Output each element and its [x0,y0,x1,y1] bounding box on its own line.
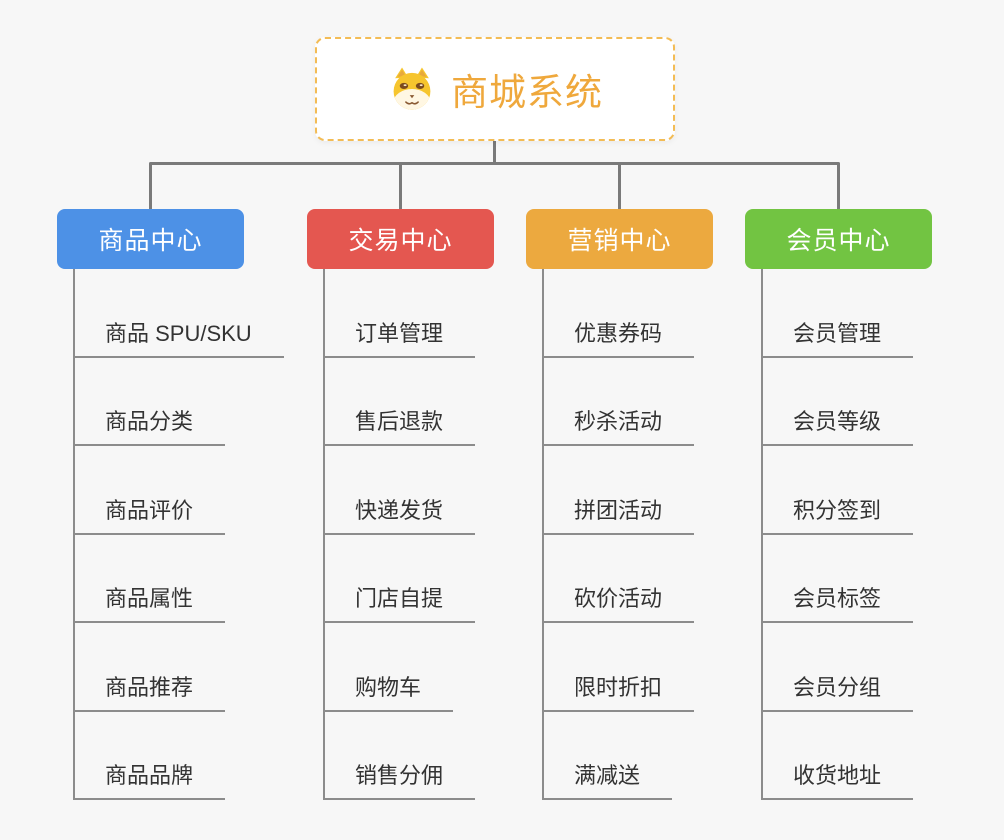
child-node[interactable]: 销售分佣 [325,758,476,800]
child-node-row: 砍价活动 [544,535,772,623]
child-node-row: 会员等级 [763,358,991,446]
child-node-row: 商品属性 [75,535,303,623]
child-node[interactable]: 优惠券码 [544,316,695,358]
child-node[interactable]: 商品分类 [75,404,226,446]
child-node-row: 限时折扣 [544,623,772,712]
child-node-row: 会员标签 [763,535,991,623]
root-node[interactable]: 商城系统 [315,37,675,141]
branch-column-0: 商品中心 商品 SPU/SKU 商品分类 商品评价 商品属性 商品推荐 商品品牌 [57,209,284,800]
child-node-row: 商品评价 [75,446,303,535]
child-node-row: 满减送 [544,712,772,800]
child-node-row: 商品品牌 [75,712,303,800]
branch-children: 优惠券码 秒杀活动 拼团活动 砍价活动 限时折扣 满减送 [542,269,772,800]
child-node-row: 售后退款 [325,358,553,446]
branch-node[interactable]: 交易中心 [307,209,494,269]
child-node[interactable]: 会员等级 [763,404,914,446]
child-node[interactable]: 拼团活动 [544,493,695,535]
child-node[interactable]: 购物车 [325,670,454,712]
child-node-row: 收货地址 [763,712,991,800]
child-node-row: 积分签到 [763,446,991,535]
child-node[interactable]: 商品品牌 [75,758,226,800]
child-node[interactable]: 商品评价 [75,493,226,535]
child-node[interactable]: 秒杀活动 [544,404,695,446]
child-node[interactable]: 会员标签 [763,581,914,623]
branch-children: 会员管理 会员等级 积分签到 会员标签 会员分组 收货地址 [761,269,991,800]
child-node-row: 会员管理 [763,269,991,358]
child-node[interactable]: 商品 SPU/SKU [75,316,284,358]
branch-children: 商品 SPU/SKU 商品分类 商品评价 商品属性 商品推荐 商品品牌 [73,269,303,800]
child-node[interactable]: 砍价活动 [544,581,695,623]
child-node[interactable]: 会员分组 [763,670,914,712]
branch-node[interactable]: 会员中心 [745,209,932,269]
child-node[interactable]: 商品推荐 [75,670,226,712]
root-node-label: 商城系统 [451,72,603,113]
branch-column-1: 交易中心 订单管理 售后退款 快递发货 门店自提 购物车 销售分佣 [307,209,494,800]
child-node-row: 会员分组 [763,623,991,712]
child-node[interactable]: 满减送 [544,758,673,800]
branch-column-3: 会员中心 会员管理 会员等级 积分签到 会员标签 会员分组 收货地址 [745,209,932,800]
child-node-row: 优惠券码 [544,269,772,358]
branch-node-label: 商品中心 [98,227,203,255]
child-node[interactable]: 订单管理 [325,316,476,358]
branch-node[interactable]: 营销中心 [526,209,713,269]
child-node-row: 销售分佣 [325,712,553,800]
child-node-row: 门店自提 [325,535,553,623]
child-node-row: 商品 SPU/SKU [75,269,303,358]
branch-children: 订单管理 售后退款 快递发货 门店自提 购物车 销售分佣 [323,269,553,800]
child-node-row: 快递发货 [325,446,553,535]
child-node[interactable]: 快递发货 [325,493,476,535]
child-node[interactable]: 会员管理 [763,316,914,358]
child-node[interactable]: 门店自提 [325,581,476,623]
child-node-row: 商品分类 [75,358,303,446]
branch-node[interactable]: 商品中心 [57,209,244,269]
child-node-row: 拼团活动 [544,446,772,535]
child-node-row: 订单管理 [325,269,553,358]
child-node[interactable]: 限时折扣 [544,670,695,712]
child-node-row: 商品推荐 [75,623,303,712]
doge-icon [393,67,431,110]
branch-column-2: 营销中心 优惠券码 秒杀活动 拼团活动 砍价活动 限时折扣 满减送 [526,209,713,800]
branch-node-label: 会员中心 [786,227,891,255]
child-node[interactable]: 商品属性 [75,581,226,623]
child-node-row: 秒杀活动 [544,358,772,446]
branch-node-label: 营销中心 [567,227,672,255]
child-node[interactable]: 积分签到 [763,493,914,535]
child-node[interactable]: 售后退款 [325,404,476,446]
child-node-row: 购物车 [325,623,553,712]
child-node[interactable]: 收货地址 [763,758,914,800]
branch-node-label: 交易中心 [348,227,453,255]
